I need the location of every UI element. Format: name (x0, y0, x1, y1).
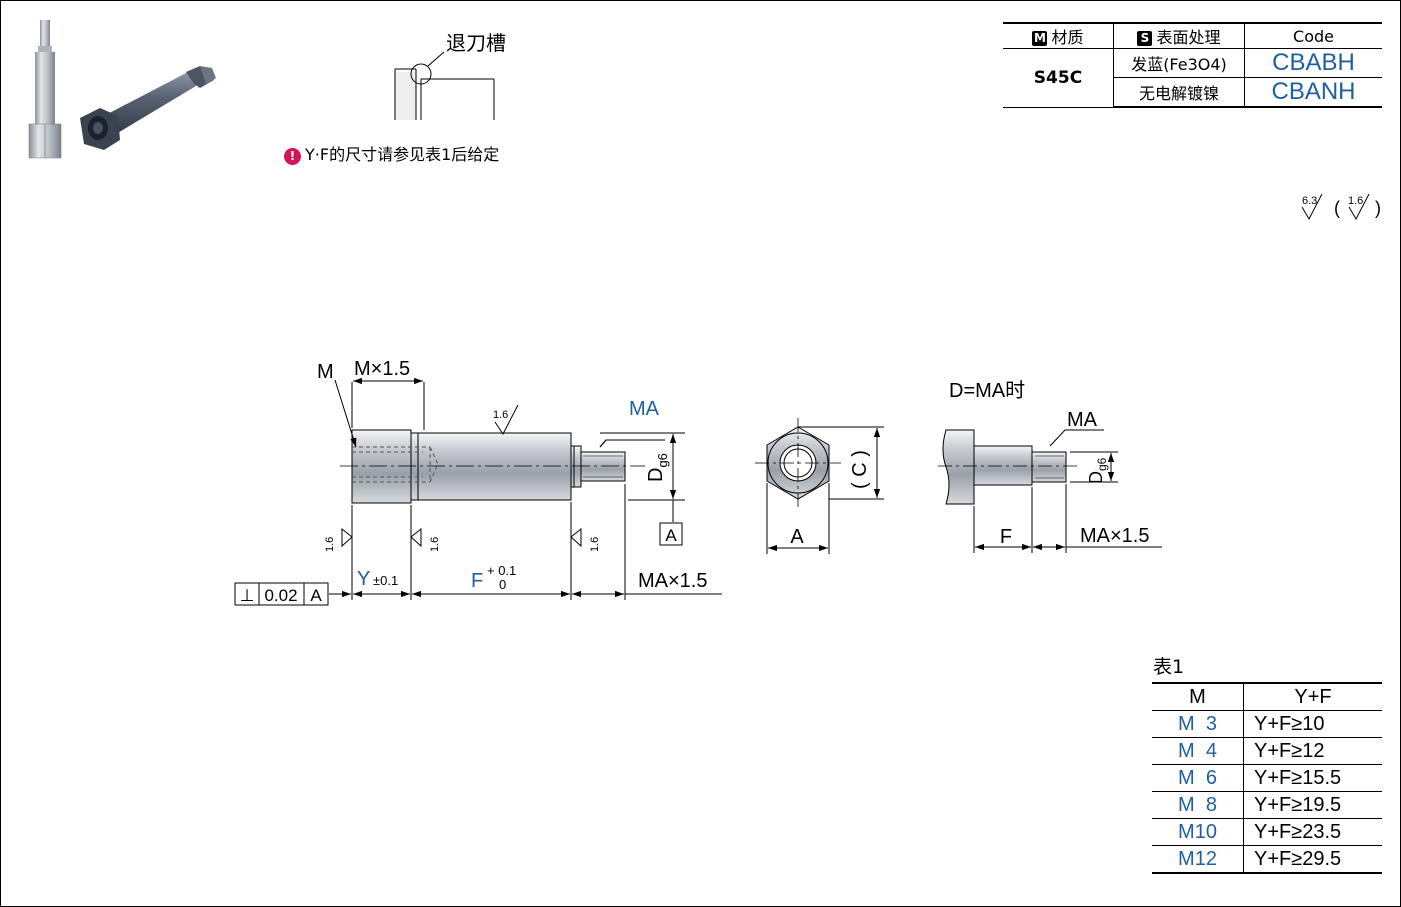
roughness-general-value: 6.3 (1302, 195, 1317, 207)
alt-view-title: D=MA时 (949, 379, 1025, 402)
leader-M (334, 379, 357, 448)
alt-dim-D (1070, 451, 1118, 483)
label-MA-length: MA×1.5 (638, 570, 707, 592)
leader-MA (599, 439, 665, 448)
alt-leader-MA (1049, 429, 1104, 447)
table1-header-yf: Y+F (1243, 682, 1382, 711)
code-value: CBABH (1244, 48, 1382, 78)
label-MA: MA (629, 398, 660, 420)
roughness-symbol-general (1301, 193, 1323, 221)
roughness-lower-1: 1.6 (324, 537, 336, 552)
alt-label-D: Dg6 (1086, 457, 1109, 484)
product-photo-silver (28, 20, 62, 159)
note-text: Y·F的尺寸请参见表1后给定 (305, 145, 500, 164)
material-table-row: 无电解镀镍 CBANH (1003, 77, 1382, 108)
table1-header: M Y+F (1152, 682, 1382, 711)
groove-sketch (394, 51, 495, 120)
label-M-depth: M×1.5 (354, 358, 410, 380)
table1-header-m: M (1152, 682, 1244, 711)
alert-icon: ! (284, 148, 301, 165)
dim-D (600, 432, 685, 522)
internal-thread-hidden (352, 446, 439, 483)
roughness-open-paren: ( (1334, 198, 1340, 218)
dim-C (798, 426, 884, 500)
roughness-lower-3: 1.6 (589, 537, 601, 552)
main-view-body (351, 429, 626, 504)
roughness-close-paren: ) (1375, 198, 1381, 218)
label-A-hex: A (790, 526, 804, 548)
roughness-shaft-icon (494, 404, 519, 435)
fcf-symbol: ⊥ (240, 586, 255, 605)
material-table-row: S45C 发蓝(Fe3O4) CBABH (1003, 48, 1382, 108)
label-M: M (317, 361, 334, 383)
dim-lower (329, 484, 722, 600)
datum-label: A (665, 526, 677, 545)
tol-F-upper: + 0.1 (487, 563, 516, 578)
label-D: Dg6 (645, 453, 670, 482)
roughness-special-value: 1.6 (1348, 195, 1363, 207)
label-Y: Y (357, 568, 370, 590)
feature-control-frame (234, 582, 329, 606)
surface-badge-icon: S (1137, 31, 1153, 46)
fcf-datum: A (310, 586, 322, 605)
surface-value: 无电解镀镍 (1113, 77, 1245, 108)
roughness-lower-icons (341, 527, 582, 548)
hex-end-view (755, 418, 841, 508)
table1-title: 表1 (1153, 656, 1185, 678)
label-F: F (471, 570, 483, 592)
roughness-shaft-value: 1.6 (493, 409, 508, 421)
roughness-lower-2: 1.6 (429, 537, 441, 552)
tol-Y: ±0.1 (373, 573, 398, 588)
dim-M-depth (351, 377, 425, 430)
code-header: Code (1244, 22, 1382, 49)
tol-F-lower: 0 (499, 577, 506, 592)
material-value: S45C (1003, 48, 1114, 108)
alt-dim-lower (973, 484, 1162, 553)
alt-label-F: F (1000, 526, 1012, 548)
roughness-symbol-special (1348, 193, 1370, 221)
groove-label: 退刀槽 (446, 32, 506, 55)
fcf-value: 0.02 (264, 586, 297, 605)
alt-label-MA: MA (1067, 409, 1098, 431)
alt-label-MA-length: MA×1.5 (1080, 525, 1149, 547)
surface-value: 发蓝(Fe3O4) (1113, 48, 1245, 78)
datum-box (659, 522, 683, 546)
product-photo-black (80, 66, 216, 150)
dim-A-hex (766, 483, 830, 554)
material-badge-icon: M (1032, 31, 1048, 46)
external-thread-lines (583, 455, 623, 478)
dimension-note: !Y·F的尺寸请参见表1后给定 (284, 141, 499, 165)
alt-view-body (938, 429, 1078, 505)
label-C: ( C ) (849, 450, 871, 489)
code-value: CBANH (1244, 77, 1382, 108)
